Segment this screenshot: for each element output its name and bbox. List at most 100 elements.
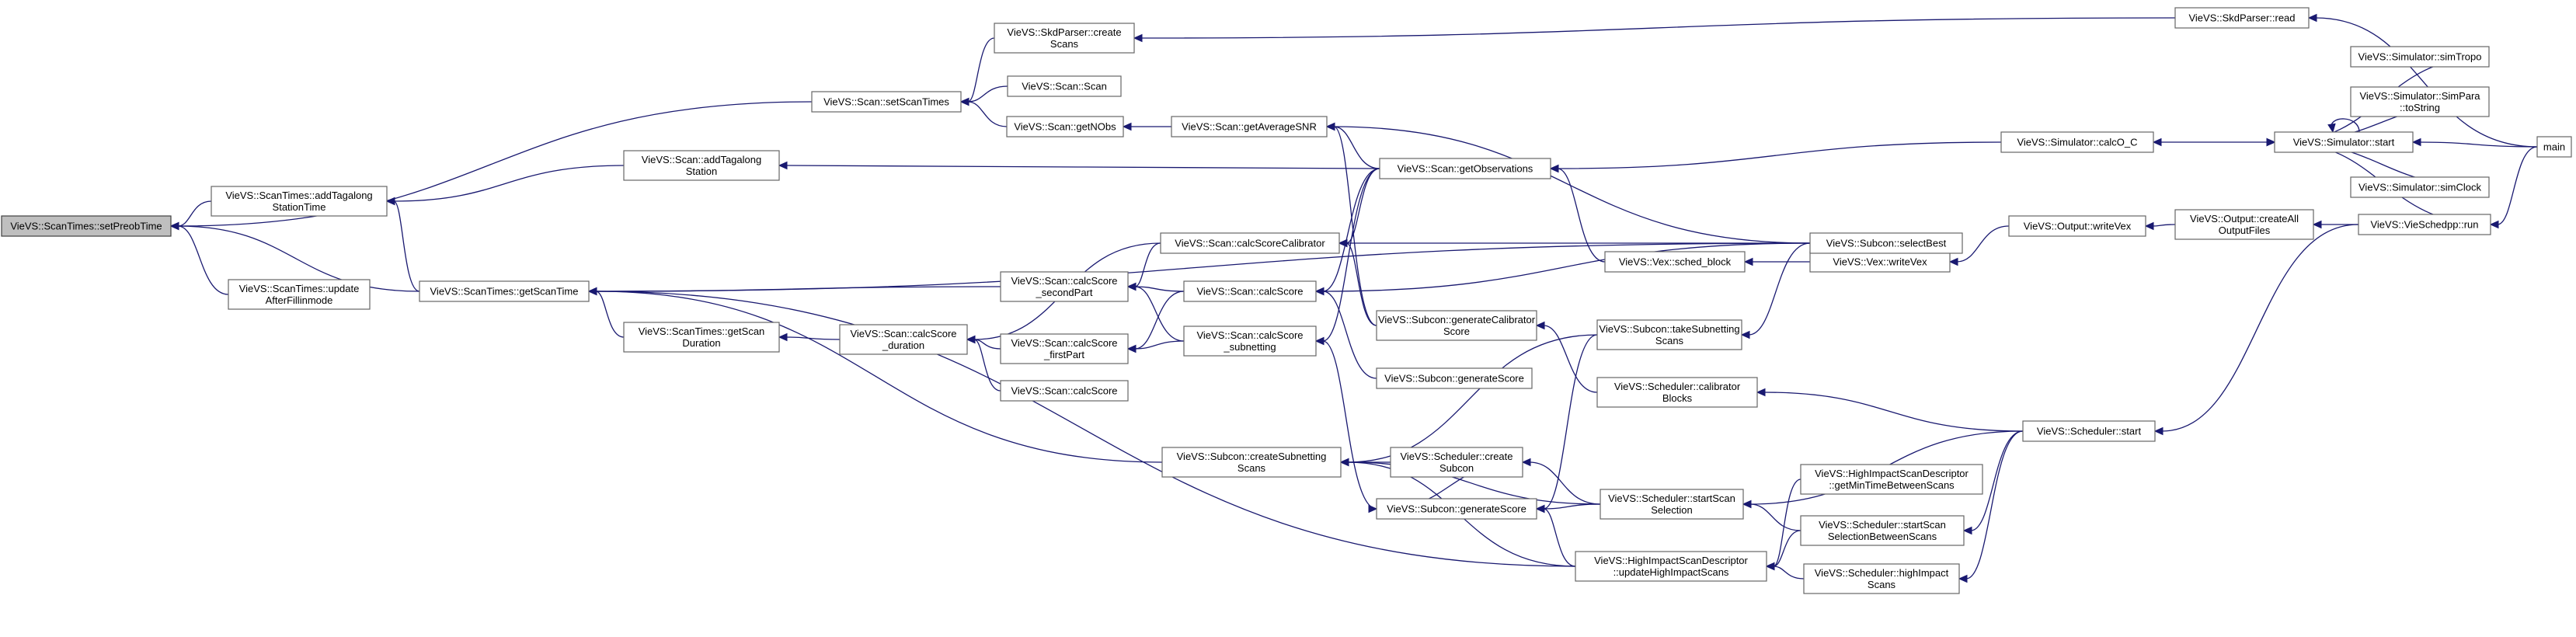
node-simParaToString[interactable]: VieVS::Simulator::SimPara::toString [2350, 86, 2490, 117]
node-box[interactable] [1600, 489, 1744, 520]
node-box[interactable] [811, 91, 962, 113]
node-box[interactable] [1809, 232, 1963, 254]
call-edge [967, 101, 1008, 127]
node-calcScore[interactable]: VieVS::Scan::calcScore [1183, 280, 1317, 302]
node-box[interactable] [419, 280, 590, 302]
node-calcScoreDuration[interactable]: VieVS::Scan::calcScore_duration [839, 324, 968, 355]
node-box[interactable] [1376, 310, 1537, 341]
node-box[interactable] [1803, 563, 1960, 594]
node-box[interactable] [2350, 46, 2490, 68]
node-box[interactable] [1575, 551, 1767, 582]
node-calcScoreSubnetting[interactable]: VieVS::Scan::calcScore_subnetting [1183, 325, 1317, 357]
node-skdRead[interactable]: VieVS::SkdParser::read [2174, 7, 2310, 29]
node-box[interactable] [2274, 131, 2414, 153]
node-box[interactable] [2358, 214, 2491, 235]
node-getMinTimeBetweenScans[interactable]: VieVS::HighImpactScanDescriptor::getMinT… [1800, 464, 1983, 495]
node-box[interactable] [1000, 271, 1129, 302]
node-main[interactable]: main [2536, 136, 2572, 158]
node-selectBest[interactable]: VieVS::Subcon::selectBest [1809, 232, 1963, 254]
node-startScanSelectionBetweenScans[interactable]: VieVS::Scheduler::startScanSelectionBetw… [1800, 515, 1965, 546]
node-box[interactable] [1000, 333, 1129, 364]
node-getScanTime[interactable]: VieVS::ScanTimes::getScanTime [419, 280, 590, 302]
node-box[interactable] [1596, 319, 1742, 350]
node-getNObs[interactable]: VieVS::Scan::getNObs [1006, 116, 1124, 137]
call-edge [2419, 141, 2538, 148]
call-edge [177, 225, 229, 295]
node-box[interactable] [1800, 515, 1965, 546]
node-box[interactable] [2350, 176, 2490, 198]
node-box[interactable] [2350, 86, 2490, 117]
node-box[interactable] [623, 150, 780, 181]
node-box[interactable] [1007, 75, 1122, 97]
node-generateScore2[interactable]: VieVS::Subcon::generateScore [1376, 498, 1537, 520]
node-generateScore[interactable]: VieVS::Subcon::generateScore [1376, 367, 1533, 389]
node-simClock[interactable]: VieVS::Simulator::simClock [2350, 176, 2490, 198]
node-box[interactable] [211, 186, 388, 217]
call-edge [2152, 224, 2176, 227]
node-box[interactable] [2022, 420, 2156, 442]
node-calcScore2[interactable]: VieVS::Scan::calcScore [1000, 380, 1129, 402]
node-simTropo[interactable]: VieVS::Simulator::simTropo [2350, 46, 2490, 68]
node-simulatorStart[interactable]: VieVS::Simulator::start [2274, 131, 2414, 153]
node-box[interactable] [1809, 251, 1951, 273]
node-box[interactable] [1379, 158, 1551, 179]
node-calcScoreCalibrator[interactable]: VieVS::Scan::calcScoreCalibrator [1160, 232, 1340, 254]
node-schedulerStart[interactable]: VieVS::Scheduler::start [2022, 420, 2156, 442]
node-calcScoreSecondPart[interactable]: VieVS::Scan::calcScore_secondPart [1000, 271, 1129, 302]
node-vieSchedppRun[interactable]: VieVS::VieSchedpp::run [2358, 214, 2491, 235]
node-box[interactable] [623, 322, 780, 353]
node-scanScan[interactable]: VieVS::Scan::Scan [1007, 75, 1122, 97]
node-writeVex[interactable]: VieVS::Vex::writeVex [1809, 251, 1951, 273]
node-box[interactable] [1604, 251, 1746, 273]
node-box[interactable] [1161, 447, 1342, 478]
node-label: VieVS::Scan::getObservations [1398, 163, 1533, 175]
node-box[interactable] [1800, 464, 1983, 495]
node-calcScoreFirstPart[interactable]: VieVS::Scan::calcScore_firstPart [1000, 333, 1129, 364]
node-box[interactable] [839, 324, 968, 355]
node-box[interactable] [2174, 7, 2310, 29]
node-box[interactable] [1376, 498, 1537, 520]
node-updateHighImpactScans[interactable]: VieVS::HighImpactScanDescriptor::updateH… [1575, 551, 1767, 582]
node-label: VieVS::HighImpactScanDescriptor [1815, 468, 1969, 479]
node-box[interactable] [1171, 116, 1328, 137]
node-box[interactable] [2174, 209, 2314, 240]
call-edge [973, 339, 1001, 350]
node-box[interactable] [2536, 136, 2572, 158]
node-box[interactable] [994, 23, 1135, 54]
node-box[interactable] [1183, 280, 1317, 302]
node-calcOC[interactable]: VieVS::Simulator::calcO_C [2000, 131, 2154, 153]
node-box[interactable] [2008, 215, 2146, 237]
node-setScanTimes[interactable]: VieVS::Scan::setScanTimes [811, 91, 962, 113]
node-box[interactable] [1183, 325, 1317, 357]
node-setPreobTime[interactable]: VieVS::ScanTimes::setPreobTime [1, 215, 172, 237]
node-label: VieVS::Scan::Scan [1022, 81, 1107, 92]
node-box[interactable] [1390, 447, 1523, 478]
call-edge [1956, 225, 2010, 263]
node-getObservations[interactable]: VieVS::Scan::getObservations [1379, 158, 1551, 179]
node-box[interactable] [1160, 232, 1340, 254]
node-box[interactable] [2000, 131, 2154, 153]
node-box[interactable] [1000, 380, 1129, 402]
node-box[interactable] [1, 215, 172, 237]
node-label: VieVS::Simulator::simTropo [2358, 51, 2482, 63]
node-getAverageSNR[interactable]: VieVS::Scan::getAverageSNR [1171, 116, 1328, 137]
node-box[interactable] [1376, 367, 1533, 389]
node-schedBlock[interactable]: VieVS::Vex::sched_block [1604, 251, 1746, 273]
node-box[interactable] [1596, 377, 1758, 408]
node-outputWriteVex[interactable]: VieVS::Output::writeVex [2008, 215, 2146, 237]
node-box[interactable] [228, 279, 371, 310]
node-box[interactable] [1006, 116, 1124, 137]
